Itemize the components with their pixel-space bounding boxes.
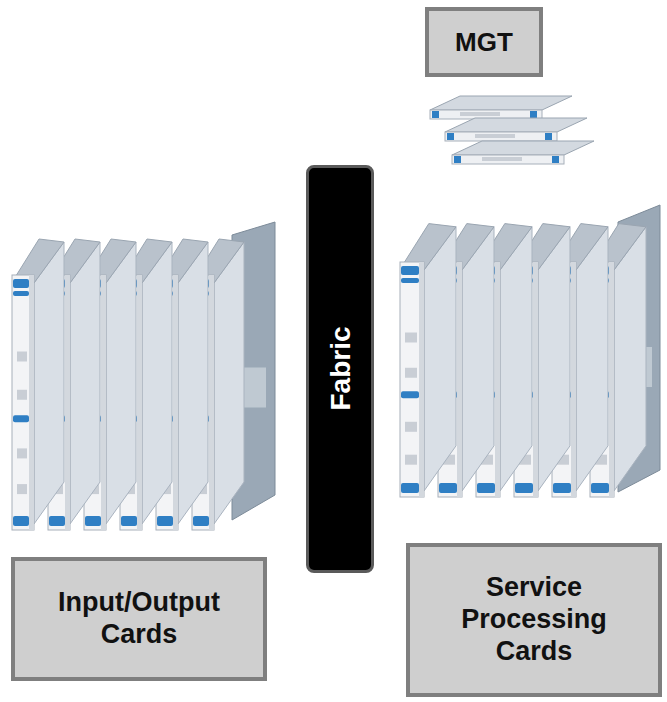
node-label: Service Processing Cards (422, 572, 646, 668)
service-cards-box: Service Processing Cards (406, 543, 662, 697)
node-label: MGT (455, 27, 513, 58)
line-card (400, 224, 456, 497)
line-card (12, 239, 64, 530)
node-label: Input/Output Cards (27, 587, 251, 651)
card-rack (400, 205, 660, 497)
io-cards-box: Input/Output Cards (11, 557, 267, 681)
management-box: MGT (425, 7, 543, 77)
card-rack (12, 222, 275, 530)
fabric-bar: Fabric (306, 165, 374, 573)
node-label: Fabric (323, 327, 356, 411)
management-cards (430, 96, 594, 164)
